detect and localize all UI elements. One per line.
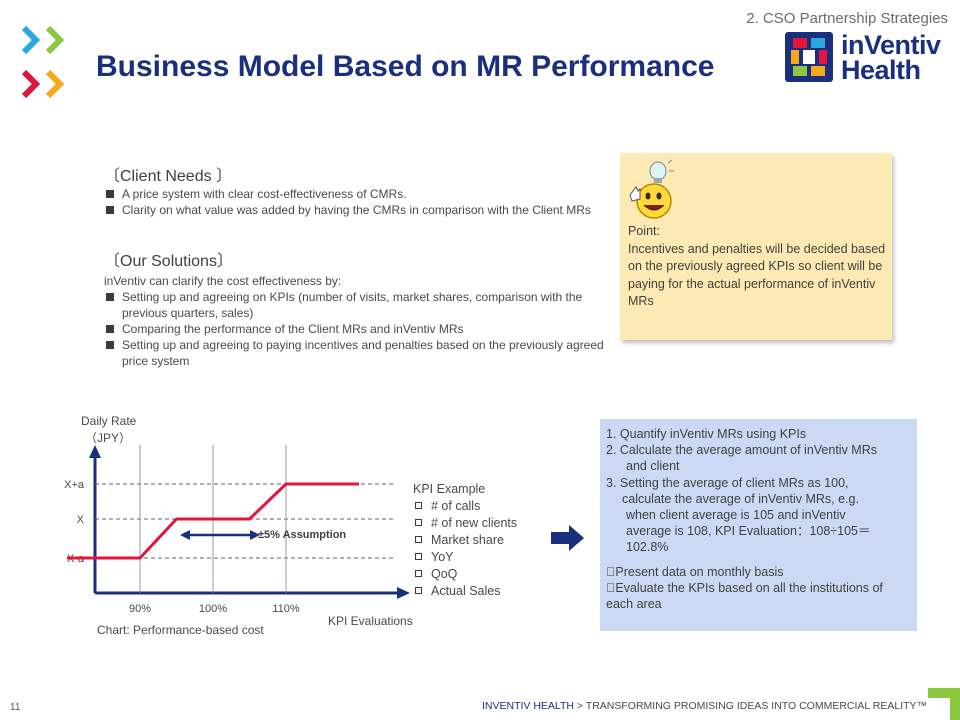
list-item: Actual Sales bbox=[413, 583, 517, 600]
kpi-example-list: # of calls # of new clients Market share… bbox=[413, 498, 517, 600]
list-item: Setting up and agreeing on KPIs (number … bbox=[104, 289, 604, 321]
logo-text-top: inVentiv bbox=[841, 30, 941, 60]
list-item: A price system with clear cost-effective… bbox=[104, 186, 604, 202]
y-tick-label: X+a bbox=[64, 479, 85, 491]
point-body: Incentives and penalties will be decided… bbox=[628, 241, 886, 309]
y-tick-label: X bbox=[77, 514, 85, 526]
our-solutions-list: Setting up and agreeing on KPIs (number … bbox=[104, 289, 604, 369]
assumption-arrow-left-head bbox=[180, 530, 190, 540]
step-3-line-5: 102.8% bbox=[626, 540, 669, 555]
kpi-steps-box: 1. Quantify inVentiv MRs using KPIs 2. C… bbox=[600, 419, 917, 631]
list-item: # of new clients bbox=[413, 515, 517, 532]
solutions-intro: inVentiv can clarify the cost effectiven… bbox=[104, 274, 342, 288]
list-item: QoQ bbox=[413, 566, 517, 583]
step-2-line-1: 2. Calculate the average amount of inVen… bbox=[606, 443, 877, 458]
step-2-line-2: and client bbox=[626, 459, 680, 474]
x-tick-labels: 90% 100% 110% bbox=[129, 603, 300, 615]
step-3-line-1: 3. Setting the average of client MRs as … bbox=[606, 475, 849, 490]
footer-slogan: > TRANSFORMING PROMISING IDEAS INTO COMM… bbox=[574, 700, 928, 712]
section-label: 2. CSO Partnership Strategies bbox=[746, 10, 948, 27]
client-needs-heading: 〔Client Needs 〕 bbox=[104, 168, 233, 185]
footer-brand: INVENTIV HEALTH bbox=[482, 700, 574, 712]
list-item: Setting up and agreeing to paying incent… bbox=[104, 337, 604, 369]
y-axis-unit: （JPY） bbox=[85, 431, 131, 445]
x-tick-label: 100% bbox=[199, 603, 227, 615]
performance-cost-chart: Daily Rate （JPY） X+aXX-a 90%100%110% ±5%… bbox=[64, 414, 413, 637]
point-note-text: Point: Incentives and penalties will be … bbox=[628, 223, 890, 311]
idea-smiley-icon bbox=[629, 159, 674, 219]
point-label: Point: bbox=[628, 224, 660, 238]
step-3-line-4: average is 108, KPI Evaluation：108÷105＝ bbox=[626, 524, 871, 539]
client-needs-section: 〔Client Needs 〕 A price system with clea… bbox=[104, 162, 604, 218]
kpi-example-panel: KPI Example # of calls # of new clients … bbox=[413, 481, 517, 600]
corner-bracket-icon bbox=[928, 688, 960, 720]
our-solutions-heading: 〔Our Solutions〕 bbox=[104, 253, 233, 270]
x-tick-label: 90% bbox=[129, 603, 151, 615]
chart-title: Chart: Performance-based cost bbox=[97, 623, 264, 637]
y-axis-label: Daily Rate bbox=[81, 414, 137, 428]
list-item: Comparing the performance of the Client … bbox=[104, 321, 604, 337]
list-item: # of calls bbox=[413, 498, 517, 515]
step-1: 1. Quantify inVentiv MRs using KPIs bbox=[606, 427, 807, 441]
arrow-right-icon bbox=[551, 525, 584, 551]
assumption-arrow-right-head bbox=[250, 530, 260, 540]
inventiv-health-logo: inVentiv Health bbox=[785, 30, 950, 85]
step-3-line-3: when client average is 105 and inVentiv bbox=[626, 508, 846, 523]
list-item: Market share bbox=[413, 532, 517, 549]
logo-text-bottom: Health bbox=[841, 55, 921, 85]
list-item: Clarity on what value was added by havin… bbox=[104, 202, 604, 218]
note-2:  Evaluate the KPIs based on all the inst… bbox=[606, 580, 883, 612]
our-solutions-section: 〔Our Solutions〕 inVentiv can clarify the… bbox=[104, 247, 604, 369]
performance-cost-series-line bbox=[67, 482, 359, 560]
note-1:  Present data on monthly basis bbox=[606, 564, 784, 579]
x-tick-label: 110% bbox=[272, 603, 300, 615]
client-needs-list: A price system with clear cost-effective… bbox=[104, 186, 604, 218]
footer-tagline: INVENTIV HEALTH > TRANSFORMING PROMISING… bbox=[482, 700, 927, 712]
page-title: Business Model Based on MR Performance bbox=[96, 50, 715, 83]
y-tick-labels: X+aXX-a bbox=[64, 479, 85, 565]
chevron-arrows-icon bbox=[21, 25, 65, 99]
list-item: YoY bbox=[413, 549, 517, 566]
step-3-line-2: calculate the average of inVentiv MRs, e… bbox=[622, 491, 859, 506]
y-axis-arrowhead bbox=[89, 445, 101, 458]
logo-mark-icon bbox=[785, 32, 950, 84]
x-axis-label: KPI Evaluations bbox=[328, 614, 413, 628]
x-axis-arrowhead bbox=[397, 587, 410, 599]
page-number: 11 bbox=[10, 702, 21, 713]
kpi-example-heading: KPI Example bbox=[413, 482, 486, 496]
point-note: Point: Incentives and penalties will be … bbox=[620, 153, 892, 340]
assumption-annotation: ±5% Assumption bbox=[258, 529, 346, 541]
